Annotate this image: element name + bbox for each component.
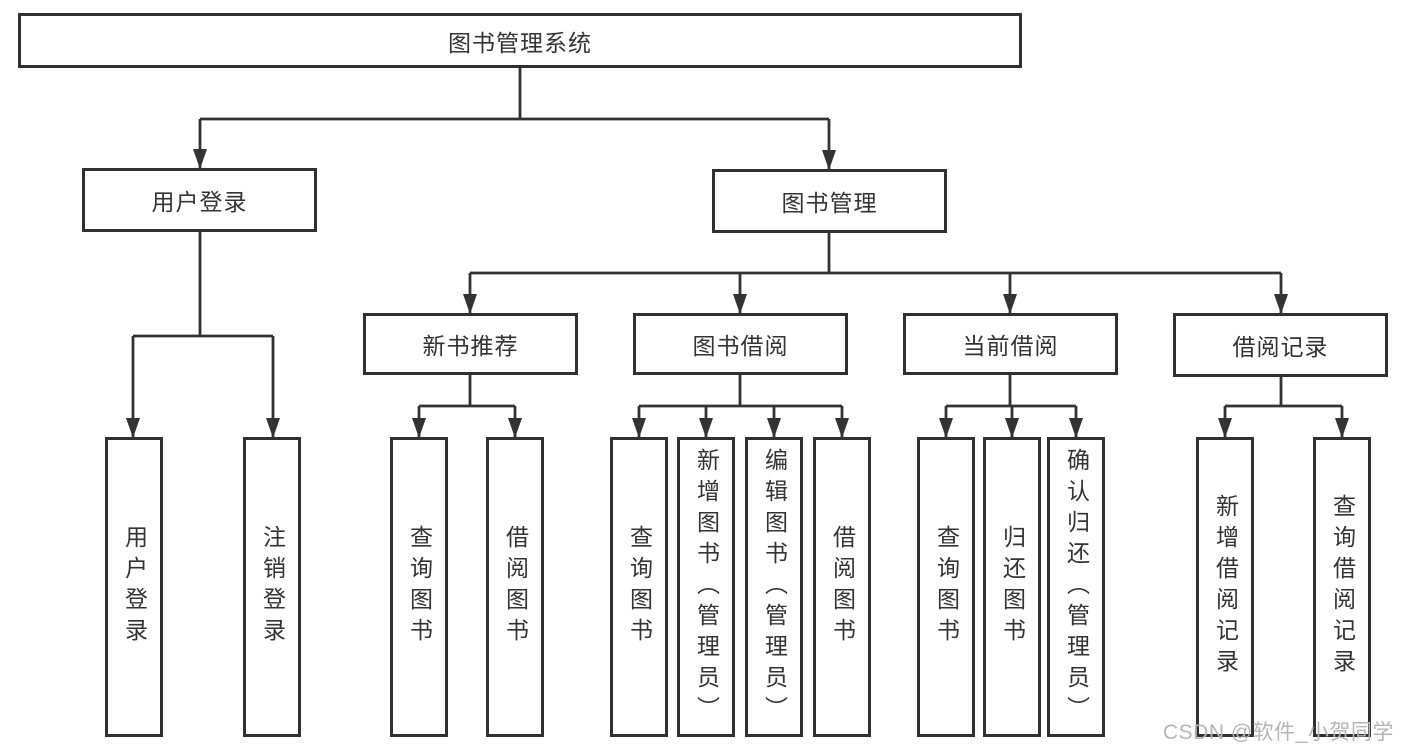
node-borrow-books: 借阅图书 (813, 437, 871, 737)
node-edit-books-admin: 编辑图书（管理员） (745, 437, 803, 737)
node-confirm-return-admin: 确认归还（管理员） (1047, 437, 1105, 737)
node-label: 图书管理 (781, 190, 878, 216)
node-return-books: 归还图书 (983, 437, 1041, 737)
node-label: 归还图书 (999, 525, 1026, 649)
node-label: 用户登录 (151, 189, 248, 215)
node-book-borrow: 图书借阅 (633, 313, 848, 375)
node-book-management: 图书管理 (712, 169, 947, 233)
node-query-borrow-record: 查询借阅记录 (1313, 437, 1371, 737)
node-label: 查询借阅记录 (1329, 494, 1356, 680)
node-recommend-query-books: 查询图书 (390, 437, 448, 737)
node-label: 注销登录 (259, 525, 286, 649)
node-label: 查询图书 (406, 525, 433, 649)
node-label: 新书推荐 (422, 333, 519, 359)
node-user-login-leaf: 用户登录 (105, 437, 163, 737)
node-label: 用户登录 (121, 525, 148, 649)
node-label: 图书管理系统 (448, 29, 592, 56)
node-borrow-query-books: 查询图书 (610, 437, 668, 737)
node-recommend-borrow-books: 借阅图书 (486, 437, 544, 737)
node-borrow-records: 借阅记录 (1173, 313, 1388, 377)
csdn-watermark: CSDN @软件_小贺同学 (1163, 721, 1394, 744)
node-library-management-system: 图书管理系统 (18, 13, 1022, 68)
node-user-login: 用户登录 (82, 168, 317, 232)
node-current-query-books: 查询图书 (917, 437, 975, 737)
node-logout: 注销登录 (243, 437, 301, 737)
node-current-borrow: 当前借阅 (903, 313, 1118, 375)
node-label: 新增借阅记录 (1212, 494, 1239, 680)
node-new-book-recommend: 新书推荐 (363, 313, 578, 375)
node-add-books-admin: 新增图书（管理员） (677, 437, 735, 737)
node-label: 当前借阅 (962, 333, 1059, 359)
node-label: 借阅图书 (829, 525, 856, 649)
node-label: 查询图书 (626, 525, 653, 649)
node-label: 确认归还（管理员） (1063, 447, 1090, 727)
node-label: 查询图书 (933, 525, 960, 649)
node-add-borrow-record: 新增借阅记录 (1196, 437, 1254, 737)
node-label: 借阅图书 (502, 525, 529, 649)
node-label: 编辑图书（管理员） (761, 447, 788, 727)
node-label: 图书借阅 (692, 333, 789, 359)
node-label: 新增图书（管理员） (693, 447, 720, 727)
node-label: 借阅记录 (1232, 334, 1329, 360)
